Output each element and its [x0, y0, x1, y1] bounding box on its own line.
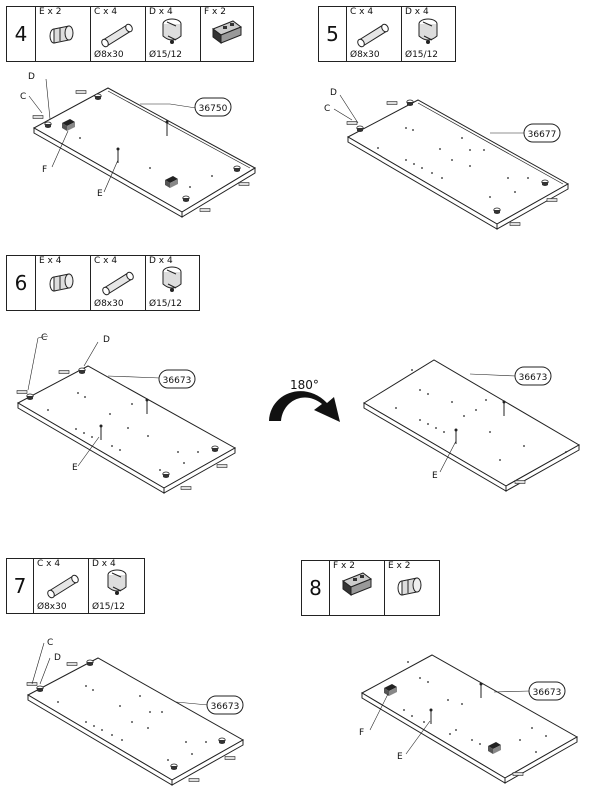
step-5-parts-box: 5 C x 4 Ø8x30 D x 4 Ø15/12	[318, 6, 456, 62]
step-7-panel: 36673 C D	[26, 638, 245, 786]
part-label-c: C	[41, 333, 47, 343]
part-qty: E x 2	[388, 561, 411, 571]
part-e: E x 2	[36, 7, 91, 61]
panel-code: 36673	[163, 376, 192, 386]
part-dim: Ø15/12	[149, 50, 183, 60]
part-f: F x 2	[330, 561, 385, 615]
part-label-c: C	[324, 104, 330, 114]
step-6-parts-box: 6 E x 4 C x 4 Ø8x30 D x 4 Ø15/12	[6, 255, 200, 311]
panel-code: 36673	[211, 702, 240, 712]
part-label-e: E	[72, 463, 78, 473]
part-d: D x 4 Ø15/12	[146, 7, 201, 61]
part-qty: C x 4	[350, 7, 374, 17]
part-label-e: E	[432, 471, 438, 481]
step-8-parts-box: 8 F x 2 E x 2	[301, 560, 440, 616]
part-f: F x 2	[201, 7, 253, 61]
part-d: D x 4 Ø15/12	[402, 7, 455, 61]
part-qty: E x 2	[39, 7, 62, 17]
part-dim: Ø8x30	[350, 50, 380, 60]
part-label-e: E	[397, 752, 403, 762]
part-d: D x 4 Ø15/12	[146, 256, 199, 310]
part-qty: D x 4	[405, 7, 429, 17]
part-dim: Ø15/12	[149, 299, 183, 309]
part-c: C x 4 Ø8x30	[347, 7, 402, 61]
panel-code: 36677	[528, 130, 557, 140]
rotation-label: 180°	[290, 378, 319, 392]
panel-code-bubble: 36673	[206, 695, 244, 715]
part-label-d: D	[54, 653, 61, 663]
step-8-panel: 36673 F E	[359, 654, 579, 784]
part-label-f: F	[42, 165, 47, 175]
step-8-number: 8	[302, 561, 330, 615]
part-dim: Ø8x30	[37, 602, 67, 612]
part-label-d: D	[103, 335, 110, 345]
part-qty: D x 4	[149, 7, 173, 17]
panel-code-bubble: 36673	[528, 681, 566, 701]
part-qty: D x 4	[149, 256, 173, 266]
step-6-flipped-panel: 36673 E	[363, 359, 581, 492]
part-e: E x 4	[36, 256, 91, 310]
panel-code-bubble: 36677	[523, 123, 561, 143]
part-dim: Ø8x30	[94, 299, 124, 309]
rotate-180-icon: 180°	[269, 378, 340, 422]
part-e: E x 2	[385, 561, 439, 615]
step-6-panel: 36673 C D E	[16, 333, 237, 494]
step-6-number: 6	[7, 256, 36, 310]
panel-code: 36750	[199, 104, 228, 114]
step-5-number: 5	[319, 7, 347, 61]
part-label-e: E	[97, 189, 103, 199]
part-qty: C x 4	[94, 256, 118, 266]
part-qty: D x 4	[92, 559, 116, 569]
part-label-c: C	[47, 638, 53, 648]
part-label-c: C	[20, 92, 26, 102]
step-7-number: 7	[7, 559, 34, 613]
part-qty: E x 4	[39, 256, 62, 266]
part-dim: Ø15/12	[92, 602, 126, 612]
panel-code-bubble: 36750	[194, 97, 232, 117]
panel-code-bubble: 36673	[158, 369, 196, 389]
part-d: D x 4 Ø15/12	[89, 559, 144, 613]
part-label-d: D	[28, 72, 35, 82]
panel-code: 36673	[533, 688, 562, 698]
part-dim: Ø8x30	[94, 50, 124, 60]
part-qty: F x 2	[333, 561, 355, 571]
part-qty: C x 4	[94, 7, 118, 17]
part-c: C x 4 Ø8x30	[91, 7, 146, 61]
step-4-panel: 36750 D C F E	[20, 72, 257, 218]
part-label-f: F	[359, 728, 364, 738]
step-4-parts-box: 4 E x 2 C x 4 Ø8x30 D x 4 Ø15/12 F x 2	[6, 6, 254, 62]
part-c: C x 4 Ø8x30	[91, 256, 146, 310]
step-5-panel: 36677 D C	[324, 88, 570, 230]
step-4-number: 4	[7, 7, 36, 61]
part-dim: Ø15/12	[405, 50, 439, 60]
part-qty: C x 4	[37, 559, 61, 569]
panel-code-bubble: 36673	[514, 366, 552, 386]
part-qty: F x 2	[204, 7, 226, 17]
step-7-parts-box: 7 C x 4 Ø8x30 D x 4 Ø15/12	[6, 558, 145, 614]
part-c: C x 4 Ø8x30	[34, 559, 89, 613]
panel-code: 36673	[519, 373, 548, 383]
part-label-d: D	[330, 88, 337, 98]
